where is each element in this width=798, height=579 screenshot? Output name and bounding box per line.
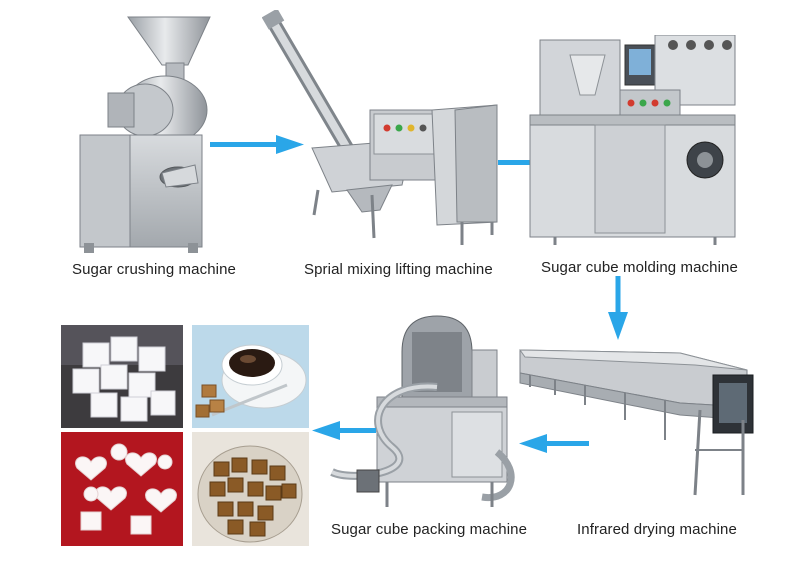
heart-shaped-sugar-photo: [61, 432, 183, 546]
infrared-drying-machine-image: [519, 349, 754, 496]
white-sugar-cubes-photo: [61, 325, 183, 428]
sugar-cube-molding-machine-image: [529, 35, 736, 245]
sugar-cube-packing-machine-image: [330, 315, 515, 507]
arrow-icon: [312, 421, 376, 440]
arrow-icon: [608, 276, 628, 340]
sugar-crushing-machine-image: [79, 16, 211, 253]
arrow-icon: [519, 434, 589, 453]
spiral-mixing-lifting-machine-image: [262, 10, 498, 245]
sugar-cube-packing-machine-label: Sugar cube packing machine: [331, 521, 528, 538]
brown-sugar-jar-photo: [192, 432, 309, 546]
sugar-cube-molding-machine-label: Sugar cube molding machine: [541, 259, 738, 276]
coffee-with-brown-sugar-photo: [192, 325, 309, 428]
arrow-icon: [210, 135, 304, 154]
sugar-crushing-machine-label: Sugar crushing machine: [72, 261, 236, 278]
infrared-drying-machine-label: Infrared drying machine: [577, 521, 737, 538]
spiral-mixing-lifting-machine-label: Sprial mixing lifting machine: [304, 261, 493, 278]
